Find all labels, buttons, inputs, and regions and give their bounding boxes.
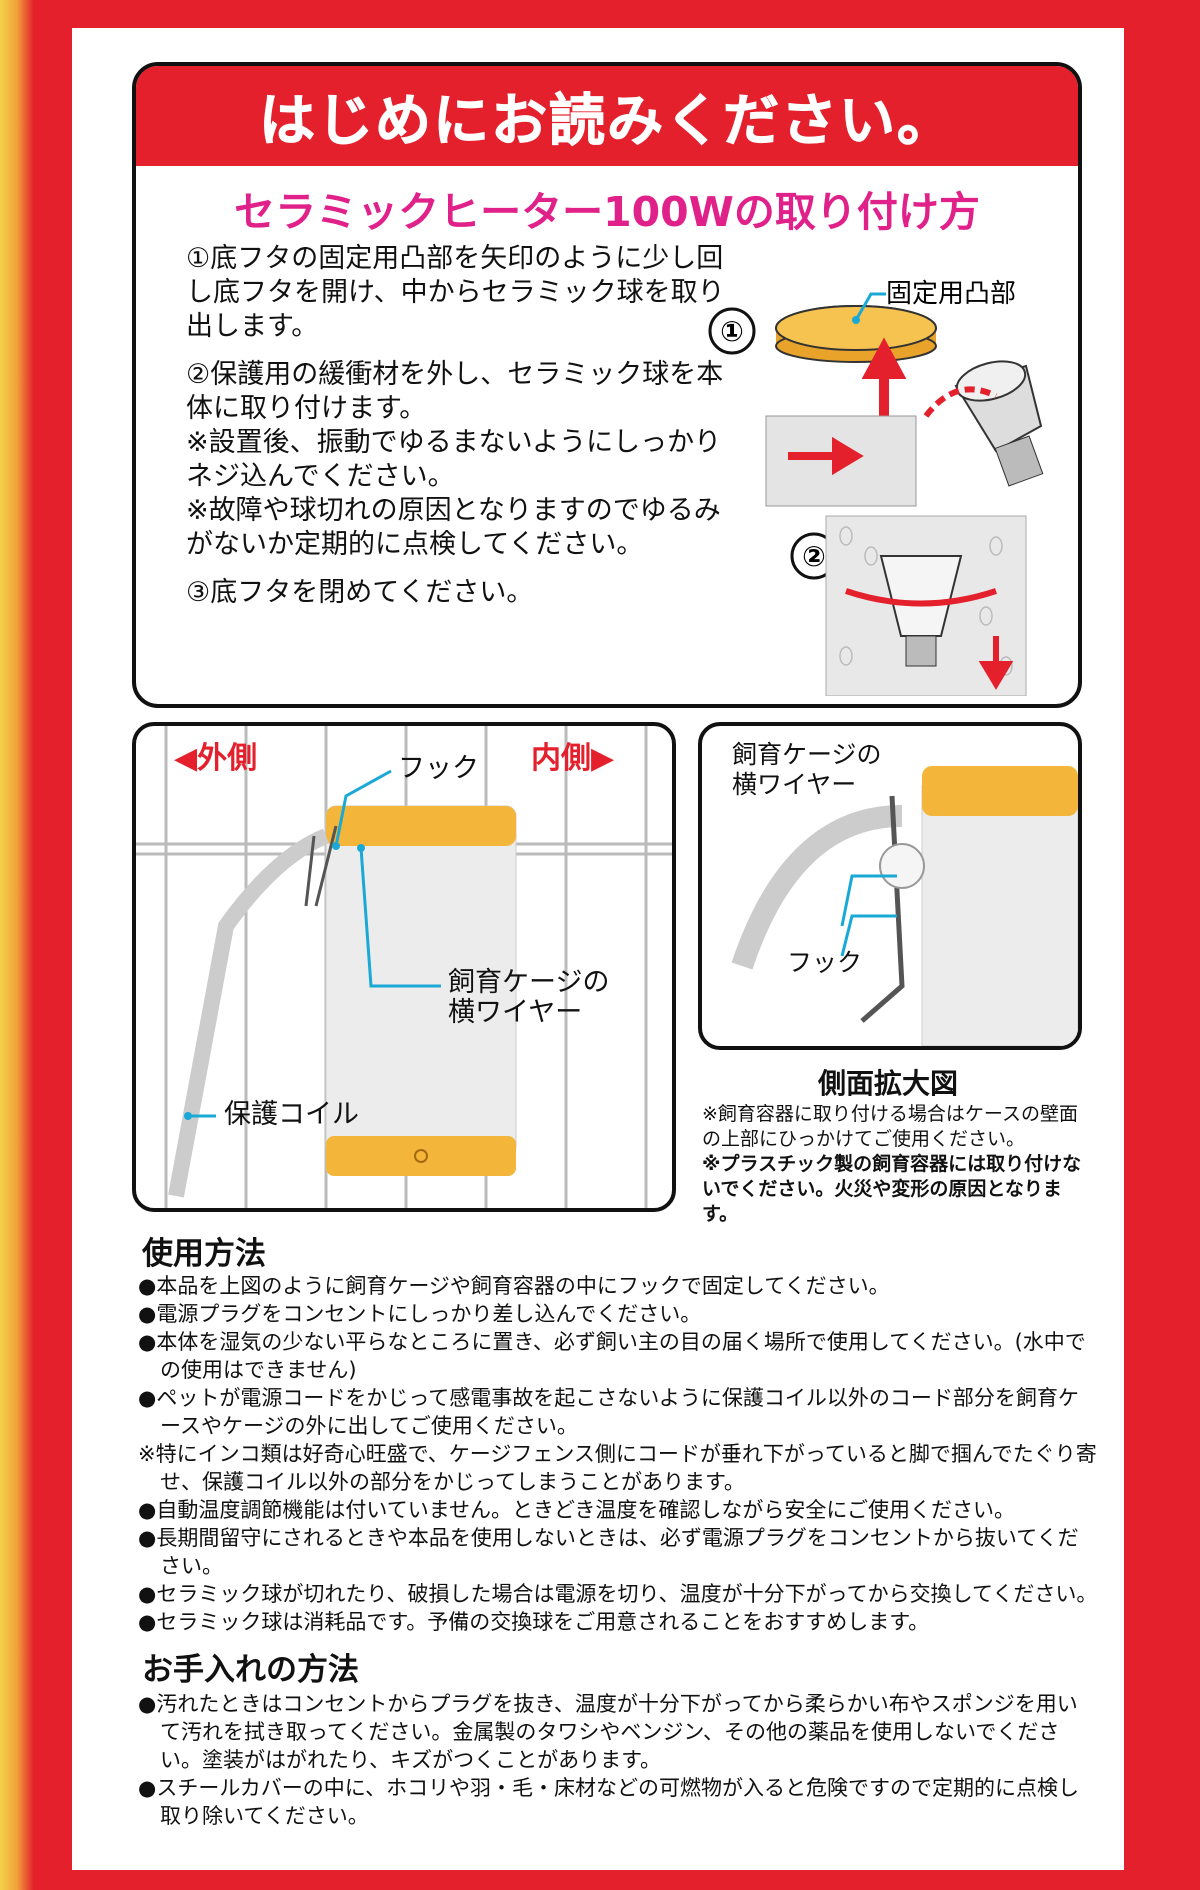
tab-label: 固定用凸部 <box>886 279 1016 309</box>
usage-item: ●セラミック球が切れたり、破損した場合は電源を切り、温度が十分下がってから交換し… <box>138 1582 1098 1606</box>
hook-icon <box>304 825 338 907</box>
step-badge-1-label: ① <box>720 315 744 348</box>
side-view-figure: 飼育ケージの 横ワイヤー フック <box>698 722 1082 1050</box>
care-item: ●スチールカバーの中に、ホコリや羽・毛・床材などの可燃物が入ると危険ですので定期… <box>138 1776 1080 1828</box>
usage-title: 使用方法 <box>142 1236 266 1272</box>
side-hook-label: フック <box>787 948 863 977</box>
care-item: ●汚れたときはコンセントからプラグを抜き、温度が十分下がってから柔らかい布やスポ… <box>138 1692 1078 1772</box>
outside-label: ◀外側 <box>174 741 258 776</box>
bulb-installation-diagram: ① 固定用凸部 ② <box>708 279 1044 696</box>
installed-bulb-icon <box>879 555 963 637</box>
usage-item: ●自動温度調節機能は付いていません。ときどき温度を確認しながら安全にご使用くださ… <box>138 1498 1016 1522</box>
heater-bottom-cap <box>326 1136 516 1176</box>
side-view-note-2: ※プラスチック製の飼育容器には取り付けないでください。火災や変形の原因となります… <box>702 1153 1082 1225</box>
inside-label: 内側▶ <box>531 741 615 776</box>
usage-item: ●本体を湿気の少ない平らなところに置き、必ず飼い主の目の届く場所で使用してくださ… <box>138 1330 1086 1382</box>
page-title: はじめにお読みください。 <box>259 88 955 154</box>
step-2-note-1: ※設置後、振動でゆるまないようにしっかりネジ込んでください。 <box>186 427 722 492</box>
step-badge-2-label: ② <box>802 540 826 573</box>
hook-label: フック <box>398 753 479 784</box>
cage-mount-illustration <box>136 726 672 1208</box>
down-arrow-icon <box>978 636 1014 690</box>
usage-item: ●電源プラグをコンセントにしっかり差し込んでください。 <box>138 1302 702 1326</box>
step-2-note-2: ※故障や球切れの原因となりますのでゆるみがないか定期的に点検してください。 <box>186 495 721 560</box>
wire-label: 飼育ケージの 横ワイヤー <box>448 967 610 1028</box>
rotate-arrow-icon <box>788 436 864 476</box>
usage-item: ●長期間留守にされるときや本品を使用しないときは、必ず電源プラグをコンセントから… <box>138 1526 1079 1578</box>
side-view-notes: ※飼育容器に取り付ける場合はケースの壁面の上部にひっかけてご使用ください。 ※プ… <box>702 1102 1082 1227</box>
instruction-sheet: はじめにお読みください。 セラミックヒーター100Wの取り付け方 ①底フタの固定… <box>72 28 1124 1870</box>
heater-body <box>921 785 1078 1046</box>
installation-subtitle: セラミックヒーター100Wの取り付け方 <box>234 188 980 236</box>
step-1: ①底フタの固定用凸部を矢印のように少し回し底フタを開け、中からセラミック球を取り… <box>186 243 725 342</box>
heater-top-cap <box>922 766 1078 816</box>
ceramic-bulb-icon <box>954 360 1044 487</box>
usage-item: ●ペットが電源コードをかじって感電事故を起こさないように保護コイル以外のコード部… <box>138 1386 1079 1438</box>
care-list: ●汚れたときはコンセントからプラグを抜き、温度が十分下がってから柔らかい布やスポ… <box>138 1690 1098 1830</box>
installation-steps: ①底フタの固定用凸部を矢印のように少し回し底フタを開け、中からセラミック球を取り… <box>186 242 726 624</box>
side-wire-label: 飼育ケージの 横ワイヤー <box>732 740 882 799</box>
protection-coil-line <box>731 805 903 970</box>
step-3: ③底フタを閉めてください。 <box>186 577 534 608</box>
side-view-note-1: ※飼育容器に取り付ける場合はケースの壁面の上部にひっかけてご使用ください。 <box>702 1103 1078 1150</box>
panel-header: はじめにお読みください。 <box>136 66 1078 166</box>
tab-leader-line <box>854 292 886 321</box>
step-2: ②保護用の緩衝材を外し、セラミック球を本体に取り付けます。 <box>186 359 724 424</box>
coil-label: 保護コイル <box>224 1099 359 1130</box>
heater-top-cap <box>326 806 516 846</box>
usage-item: ●セラミック球は消耗品です。予備の交換球をご用意されることをおすすめします。 <box>138 1610 930 1634</box>
care-title: お手入れの方法 <box>142 1652 359 1688</box>
usage-item: ●本品を上図のように飼育ケージや飼育容器の中にフックで固定してください。 <box>138 1274 890 1298</box>
cage-mount-figure: ◀外側 内側▶ フック 飼育ケージの 横ワイヤー 保護コイル <box>132 722 676 1212</box>
step-badge-1 <box>708 307 756 355</box>
usage-list: ●本品を上図のように飼育ケージや飼育容器の中にフックで固定してください。 ●電源… <box>138 1272 1098 1636</box>
curved-arrow-icon <box>923 386 998 418</box>
side-view-illustration <box>731 766 1078 1046</box>
side-view-caption: 側面拡大図 <box>817 1067 958 1100</box>
installation-panel: はじめにお読みください。 セラミックヒーター100Wの取り付け方 ①底フタの固定… <box>132 62 1082 708</box>
protection-coil-line <box>168 828 330 1198</box>
usage-note: ※特にインコ類は好奇心旺盛で、ケージフェンス側にコードが垂れ下がっていると脚で掴… <box>138 1442 1097 1494</box>
wire-cross-section <box>879 843 925 889</box>
screw-arrow-icon <box>845 588 997 607</box>
box-side-edge <box>0 0 34 1890</box>
